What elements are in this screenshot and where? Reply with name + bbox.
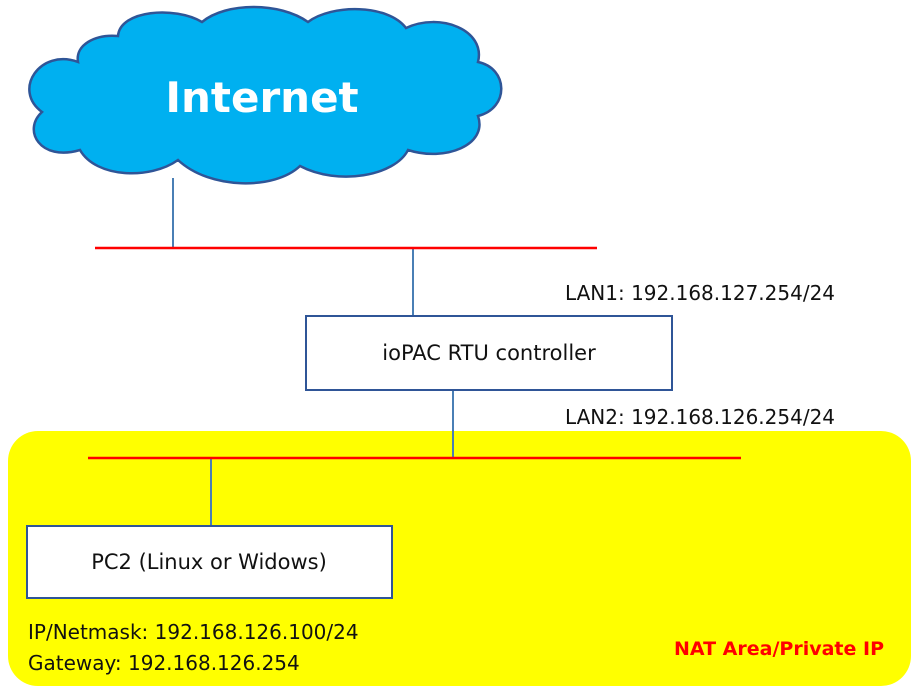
lan1-address-label: LAN1: 192.168.127.254/24 xyxy=(565,281,835,305)
pc-gateway-label: Gateway: 192.168.126.254 xyxy=(28,651,300,675)
internet-label: Internet xyxy=(165,73,358,122)
pc-ip-netmask-label: IP/Netmask: 192.168.126.100/24 xyxy=(28,620,359,644)
pc-box: PC2 (Linux or Widows) xyxy=(26,525,393,599)
cloud-shape xyxy=(28,5,503,185)
router-box: ioPAC RTU controller xyxy=(305,315,673,391)
router-label: ioPAC RTU controller xyxy=(382,341,596,365)
pc-label: PC2 (Linux or Widows) xyxy=(91,550,327,574)
nat-area-region xyxy=(8,431,911,686)
internet-cloud: Internet xyxy=(28,5,503,185)
nat-area-label: NAT Area/Private IP xyxy=(674,638,884,660)
lan2-address-label: LAN2: 192.168.126.254/24 xyxy=(565,405,835,429)
